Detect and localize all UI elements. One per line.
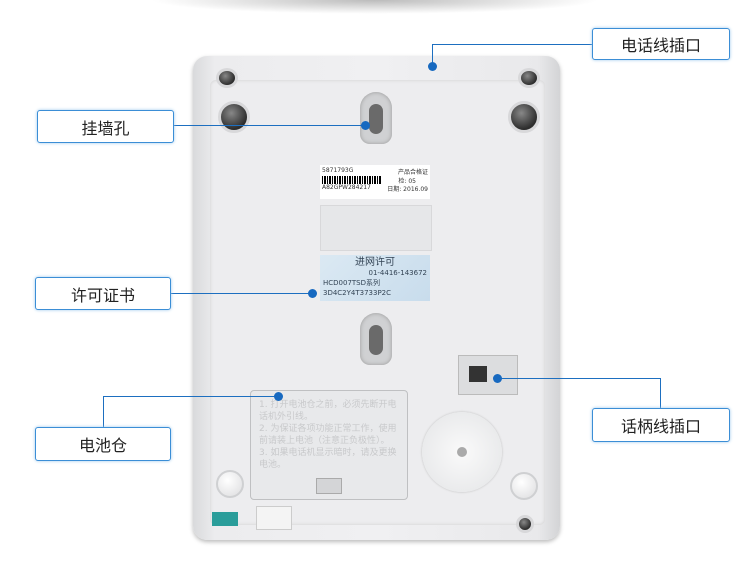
battery-latch [316,478,342,494]
qualified-title: 产品合格证 [397,169,428,176]
top-shadow [150,0,600,14]
rubber-foot [218,101,250,133]
battery-note: 2. 为保证各项功能正常工作，使用前请装上电池（注意正负极性）。 [259,424,397,446]
tab [256,506,292,530]
license-code: 3D4C2Y4T3733P2C [323,289,392,297]
embossed-ccc-label [320,205,432,251]
rubber-foot [216,470,244,498]
callout-line [169,293,311,294]
wall-mount-hole [360,92,392,144]
barcode-code: A82GPW284217 [322,184,371,191]
callout-dot [361,121,370,130]
serial-number: 5871793G [322,167,354,174]
callout-license-certificate: 许可证书 [35,277,171,310]
license-model: HCD007TSD系列 [323,279,381,287]
rubber-foot [510,472,538,500]
screw [516,515,534,533]
rubber-foot [508,101,540,133]
callout-dot [493,374,502,383]
callout-line [432,44,433,66]
callout-line [103,396,278,397]
barcode [322,176,382,184]
speaker-grille [422,412,502,492]
callout-dot [428,62,437,71]
callout-line [432,44,592,45]
wall-mount-hole [360,313,392,365]
callout-line [660,378,661,408]
callout-phone-line-port: 电话线插口 [592,28,730,60]
inspector: 检: 05 [398,178,416,185]
callout-line [172,125,365,126]
top-right-foot [518,68,540,88]
callout-dot [274,392,283,401]
callout-dot [308,289,317,298]
date: 日期: 2016.09 [387,186,428,193]
callout-line [103,396,104,427]
license-number: 01-4416-143672 [368,269,428,277]
battery-note: 1. 打开电池仓之前，必须先断开电话机外引线。 [259,400,397,422]
green-sticker [212,512,238,526]
network-license-sticker: 进网许可 01-4416-143672 HCD007TSD系列 3D4C2Y4T… [320,255,430,301]
callout-wall-mount-hole: 挂墙孔 [37,110,174,143]
barcode-label: 5871793G 产品合格证 A82GPW284217 日期: 2016.09 检:… [320,165,430,199]
callout-battery-compartment: 电池仓 [35,427,171,461]
top-left-foot [216,68,238,88]
callout-line [497,378,661,379]
callout-handset-cord-port: 话柄线插口 [592,408,730,442]
license-title: 进网许可 [355,257,395,268]
handset-jack [458,355,518,395]
battery-note: 3. 如果电话机显示暗时，请及更换电池。 [259,448,397,470]
